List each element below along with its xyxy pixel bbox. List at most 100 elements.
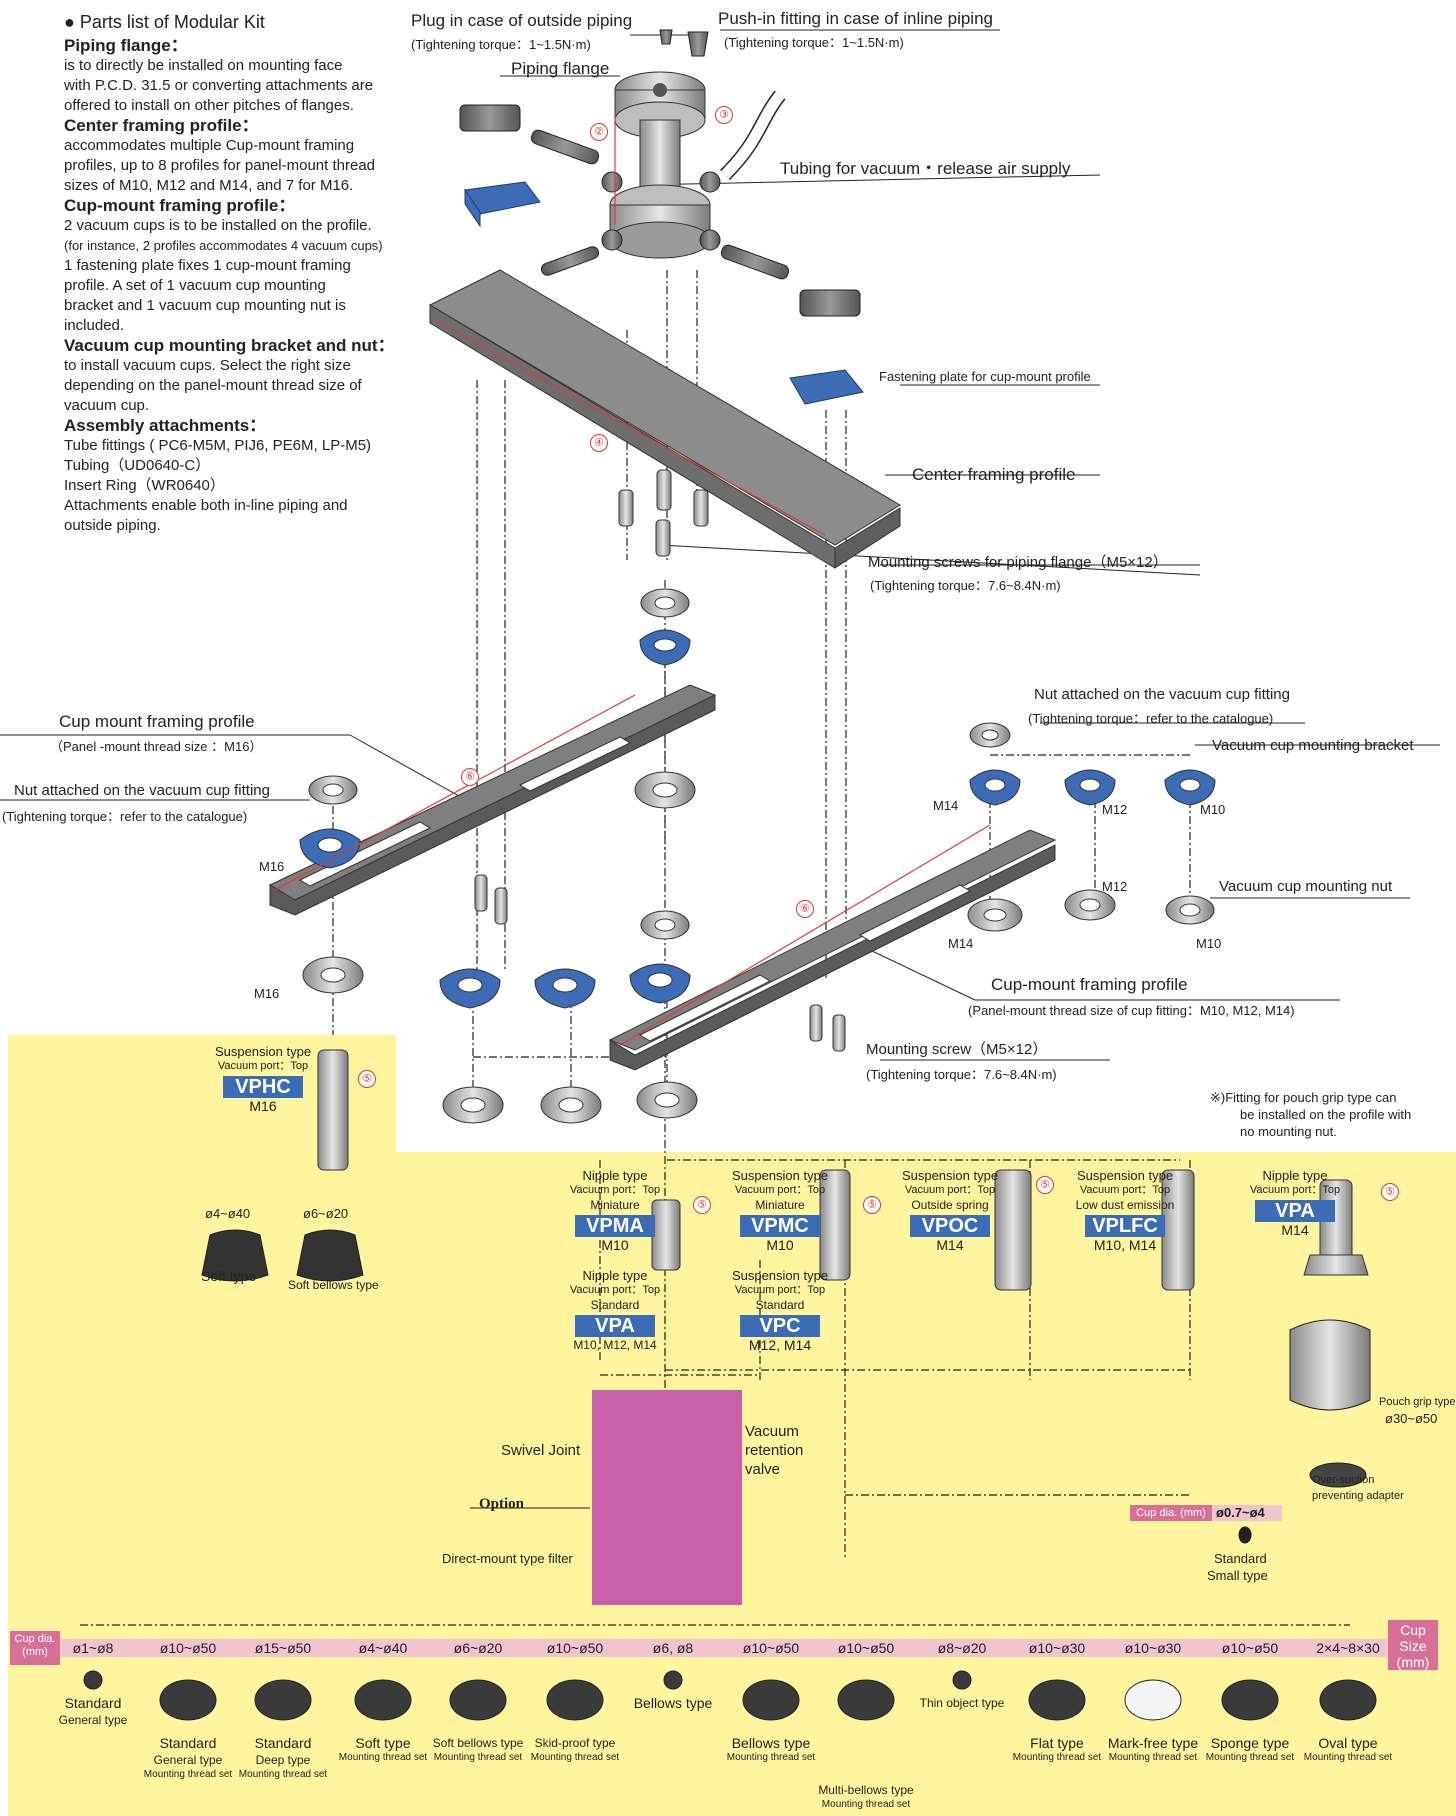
cup-name-line: Bellows type (633, 1695, 713, 1711)
vphc-cup-name-1: Soft type (201, 1268, 257, 1284)
cup-shape (837, 1679, 895, 1721)
cup-shape (1124, 1679, 1182, 1721)
intro-item-title: Vacuum cup mounting bracket and nut： (64, 336, 395, 355)
nut-attached-right-label: Nut attached on the vacuum cup fitting (1034, 686, 1290, 703)
fitting-size: M14 (936, 1237, 964, 1253)
fitting-type: Suspension type (731, 1168, 829, 1183)
cup-size-label: ø6~ø20 (453, 1640, 503, 1656)
fitting-model-badge: VPMC (740, 1215, 820, 1237)
cup-name-line: Standard (64, 1695, 122, 1711)
intro-item-text: 2 vacuum cups is to be installed on the … (64, 217, 372, 234)
cup-set-label: Mounting thread set (433, 1752, 523, 1763)
fastening-plate-label: Fastening plate for cup-mount profile (879, 369, 1091, 384)
cup-name-line: Skid-proof type (534, 1736, 616, 1750)
mount-screw-torque: (Tightening torque：7.6~8.4N·m) (866, 1067, 1057, 1082)
fitting-type: Nipple type (582, 1168, 648, 1183)
cup-size-label: ø10~ø50 (159, 1640, 217, 1656)
intro-item-text: sizes of M10, M12 and M14, and 7 for M16… (64, 177, 354, 194)
cup-shape (1221, 1679, 1279, 1721)
marker-5-vpoc: ⑤ (1036, 1176, 1054, 1194)
cup-shape (952, 1670, 972, 1690)
fitting-type: Suspension type (731, 1268, 829, 1283)
center-profile-part (428, 269, 901, 569)
fitting-size: M10 (601, 1237, 629, 1253)
cup-name-line: Sponge type (1210, 1735, 1290, 1751)
cup-shape (663, 1670, 683, 1690)
small-name-1: Standard (1214, 1551, 1267, 1566)
cup-shape (546, 1679, 604, 1721)
cup-name: Thin object type (912, 1695, 1012, 1712)
bottom-cupsize-text: Cup Size (mm) (1396, 1622, 1430, 1670)
fitting-type: Nipple type (582, 1268, 648, 1283)
cup-size-label: ø10~ø30 (1124, 1640, 1182, 1656)
marker-3: ③ (715, 106, 733, 124)
intro-item-title: Cup-mount framing profile： (64, 196, 296, 215)
cup-shape (159, 1679, 217, 1721)
fitting-model-badge: VPLFC (1085, 1215, 1165, 1237)
cup-name-line: Bellows type (731, 1735, 811, 1751)
intro-item-text: to install vacuum cups. Select the right… (64, 357, 351, 374)
label-m14-b: M14 (948, 936, 974, 951)
plug-torque: (Tightening torque：1~1.5N·m) (411, 37, 591, 52)
label-m16-a: M16 (259, 859, 285, 874)
intro-heading: ● Parts list of Modular Kit (64, 12, 265, 32)
intro-item-text: Tube fittings ( PC6-M5M, PIJ6, PE6M, LP-… (64, 437, 372, 454)
marker-5-vphc: ⑤ (358, 1070, 376, 1088)
intro-item-text: Tubing（UD0640-C） (64, 457, 211, 474)
nut-attached-left-label: Nut attached on the vacuum cup fitting (14, 782, 270, 799)
cup-size-label: ø10~ø50 (837, 1640, 895, 1656)
pouch-note-3: no mounting nut. (1240, 1124, 1337, 1139)
bracket-label: Vacuum cup mounting bracket (1212, 737, 1414, 754)
cup-set-label: Mounting thread set (530, 1752, 620, 1763)
fitting-size: M16 (249, 1098, 277, 1114)
cup-shape (83, 1670, 103, 1690)
intro-item-text: profile. A set of 1 vacuum cup mounting (64, 277, 326, 294)
small-size-bar (1212, 1505, 1282, 1521)
option-swivel: Swivel Joint (501, 1442, 581, 1459)
mount-screw-label: Mounting screw（M5×12） (866, 1041, 1048, 1058)
cup-name: Bellows type (623, 1695, 723, 1712)
cup-set-label: Mounting thread set (338, 1752, 428, 1763)
cup-size-label: ø15~ø50 (254, 1640, 312, 1656)
option-vac-2: retention (745, 1442, 804, 1459)
fitting-size: M10 (766, 1237, 794, 1253)
cup-mount-profile-right-label: Cup-mount framing profile (991, 975, 1188, 994)
pouch-adapter-1: Over-suction (1312, 1474, 1375, 1486)
cup-set-label: Mounting thread set (1108, 1752, 1198, 1763)
fitting-size: M10, M14 (1093, 1237, 1157, 1253)
fitting-model-badge: VPA (1255, 1200, 1335, 1222)
vphc-cup-size-2: ø6~ø20 (303, 1206, 349, 1221)
cup-size-label: ø8~ø20 (937, 1640, 987, 1656)
label-m12-a: M12 (1102, 802, 1128, 817)
pushin-torque: (Tightening torque：1~1.5N·m) (724, 35, 904, 50)
small-size: ø0.7~ø4 (1216, 1505, 1265, 1520)
small-name-2: Small type (1207, 1568, 1268, 1583)
fitting-model-badge: VPC (740, 1315, 820, 1337)
option-filter: Direct-mount type filter (442, 1551, 573, 1566)
intro-item-title: Center framing profile： (64, 116, 259, 135)
fitting-sub: Outside spring (911, 1198, 989, 1212)
cup-shape (449, 1679, 507, 1721)
center-profile-label: Center framing profile (912, 465, 1076, 484)
mount-screws-flange-label: Mounting screws for piping flange（M5×12） (868, 554, 1168, 571)
bottom-cupdia-label: Cup dia. (mm) (10, 1631, 60, 1665)
intro-item-title: Piping flange： (64, 36, 188, 55)
intro-item-text: with P.C.D. 31.5 or converting attachmen… (64, 77, 374, 94)
cup-set-label: Mounting thread set (1303, 1752, 1393, 1763)
pouch-name: Pouch grip type (1379, 1396, 1456, 1408)
cup-name-line: Flat type (1030, 1735, 1084, 1751)
intro-item-text: profiles, up to 8 profiles for panel-mou… (64, 157, 376, 174)
cup-size-label: ø10~ø50 (742, 1640, 800, 1656)
intro-item-text: offered to install on other pitches of f… (64, 97, 354, 114)
fitting-port: Vacuum port：Top (734, 1284, 826, 1296)
cup-size-label: ø1~ø8 (72, 1640, 114, 1656)
